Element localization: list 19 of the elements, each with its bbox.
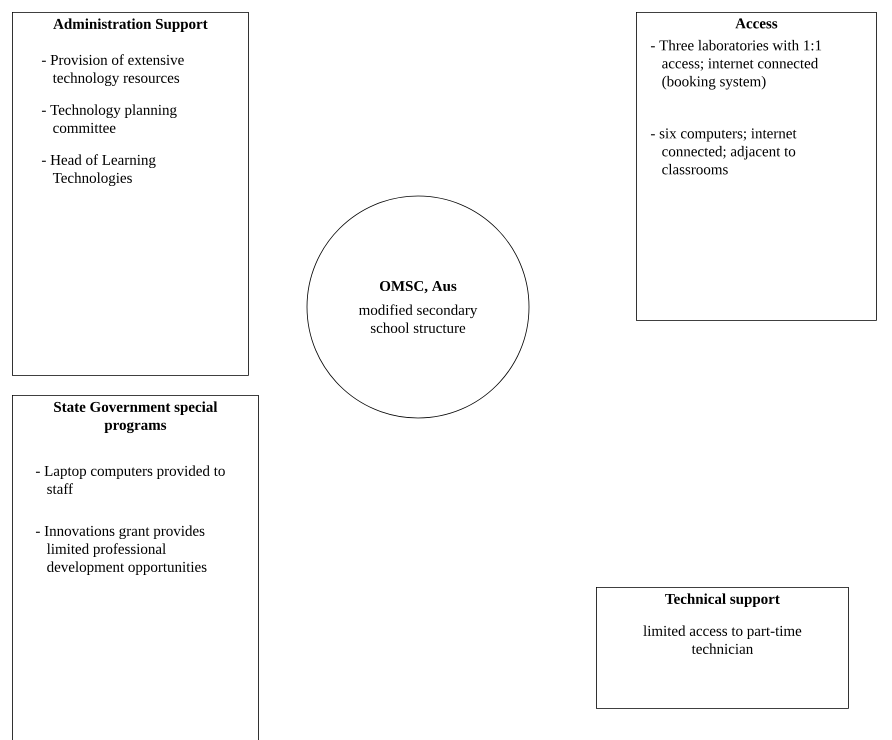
box-heading: State Government special programs — [54, 401, 218, 434]
list-item: - Laptop computers provided to staff — [36, 465, 225, 494]
list-item: - Innovations grant provides limited professional development opportunities — [36, 525, 206, 576]
list-item: - six computers; internet connected; adjacent to classrooms — [650, 128, 797, 174]
box-heading: Technical support — [665, 593, 780, 608]
text-box — [596, 587, 849, 709]
circle-text: modified secondary school structure — [358, 304, 478, 334]
text-box — [636, 12, 877, 321]
list-item: - Technology planning committee — [42, 104, 177, 133]
circle-heading: OMSC, Aus — [380, 280, 456, 294]
list-item: - Three laboratories with 1:1 access; internet connected (booking system) — [650, 40, 822, 90]
circle-shape — [306, 196, 530, 418]
box-heading: Administration Support — [53, 18, 208, 32]
box-text: limited access to part-time technician — [643, 625, 802, 654]
list-item: - Provision of extensive technology resources — [42, 54, 184, 86]
text-box — [12, 12, 249, 376]
text-box — [12, 395, 259, 740]
list-item: - Head of Learning Technologies — [42, 154, 156, 186]
box-heading: Access — [735, 18, 778, 28]
